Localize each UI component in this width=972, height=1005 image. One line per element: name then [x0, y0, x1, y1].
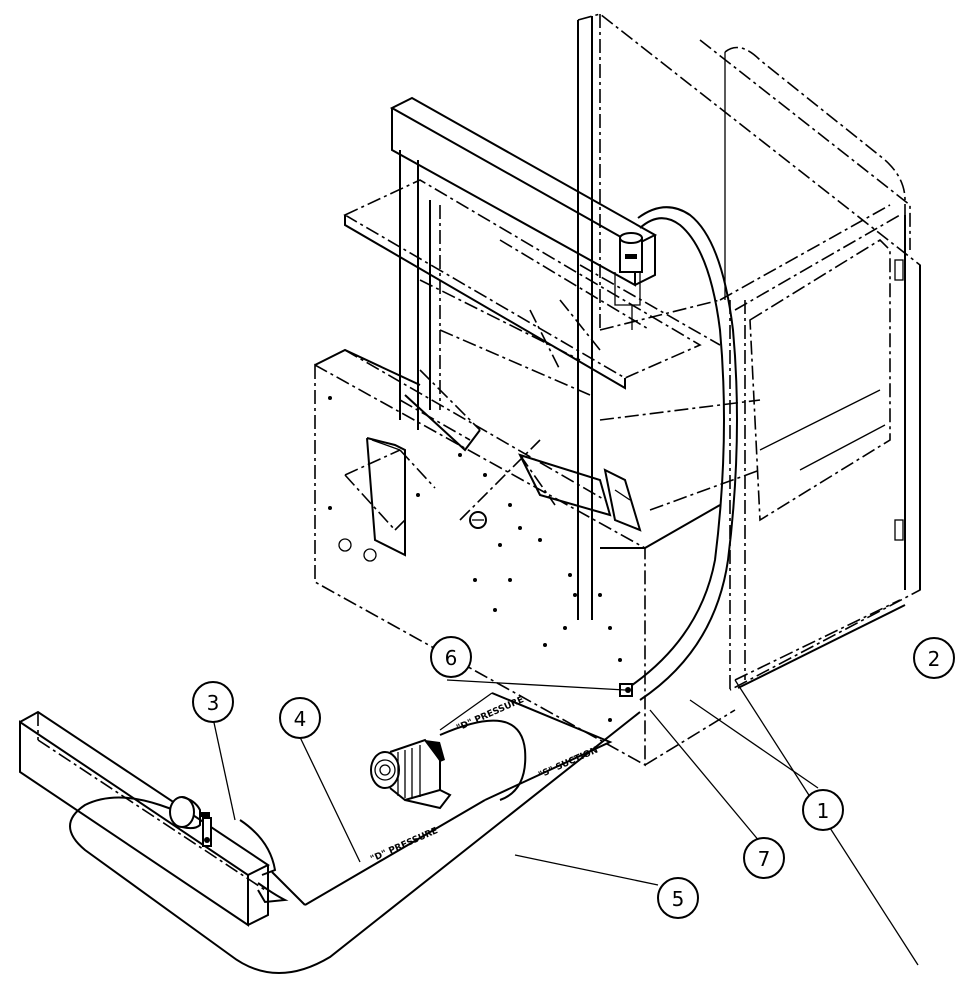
callout-2: 2 — [913, 637, 955, 679]
mounting-holes — [328, 396, 622, 722]
hose-5 — [69, 711, 641, 974]
callout-4: 4 — [279, 697, 321, 739]
svg-text:6: 6 — [445, 646, 458, 670]
svg-text:7: 7 — [758, 847, 771, 871]
callout-7: 7 — [743, 837, 785, 879]
svg-text:4: 4 — [294, 707, 307, 731]
cabinet-frame — [577, 13, 921, 691]
left-beam — [19, 710, 289, 927]
callouts: 1 2 3 4 5 6 7 — [192, 636, 955, 919]
hose-plate: "D" PRESSURE — [271, 799, 486, 906]
control-box — [314, 299, 736, 767]
callout-6: 6 — [430, 636, 472, 678]
svg-text:1: 1 — [817, 799, 830, 823]
svg-text:3: 3 — [207, 691, 220, 715]
d-pressure-bottom-label: "D" PRESSURE — [369, 826, 439, 865]
header-beam — [343, 96, 721, 430]
callout-5: 5 — [657, 877, 699, 919]
pump-assembly: "D" PRESSURE "S" SUCTION — [370, 692, 613, 810]
svg-text:2: 2 — [928, 647, 941, 671]
hose-1 — [619, 206, 738, 701]
callout-1: 1 — [802, 789, 844, 831]
callout-3: 3 — [192, 681, 234, 723]
svg-text:5: 5 — [672, 887, 685, 911]
